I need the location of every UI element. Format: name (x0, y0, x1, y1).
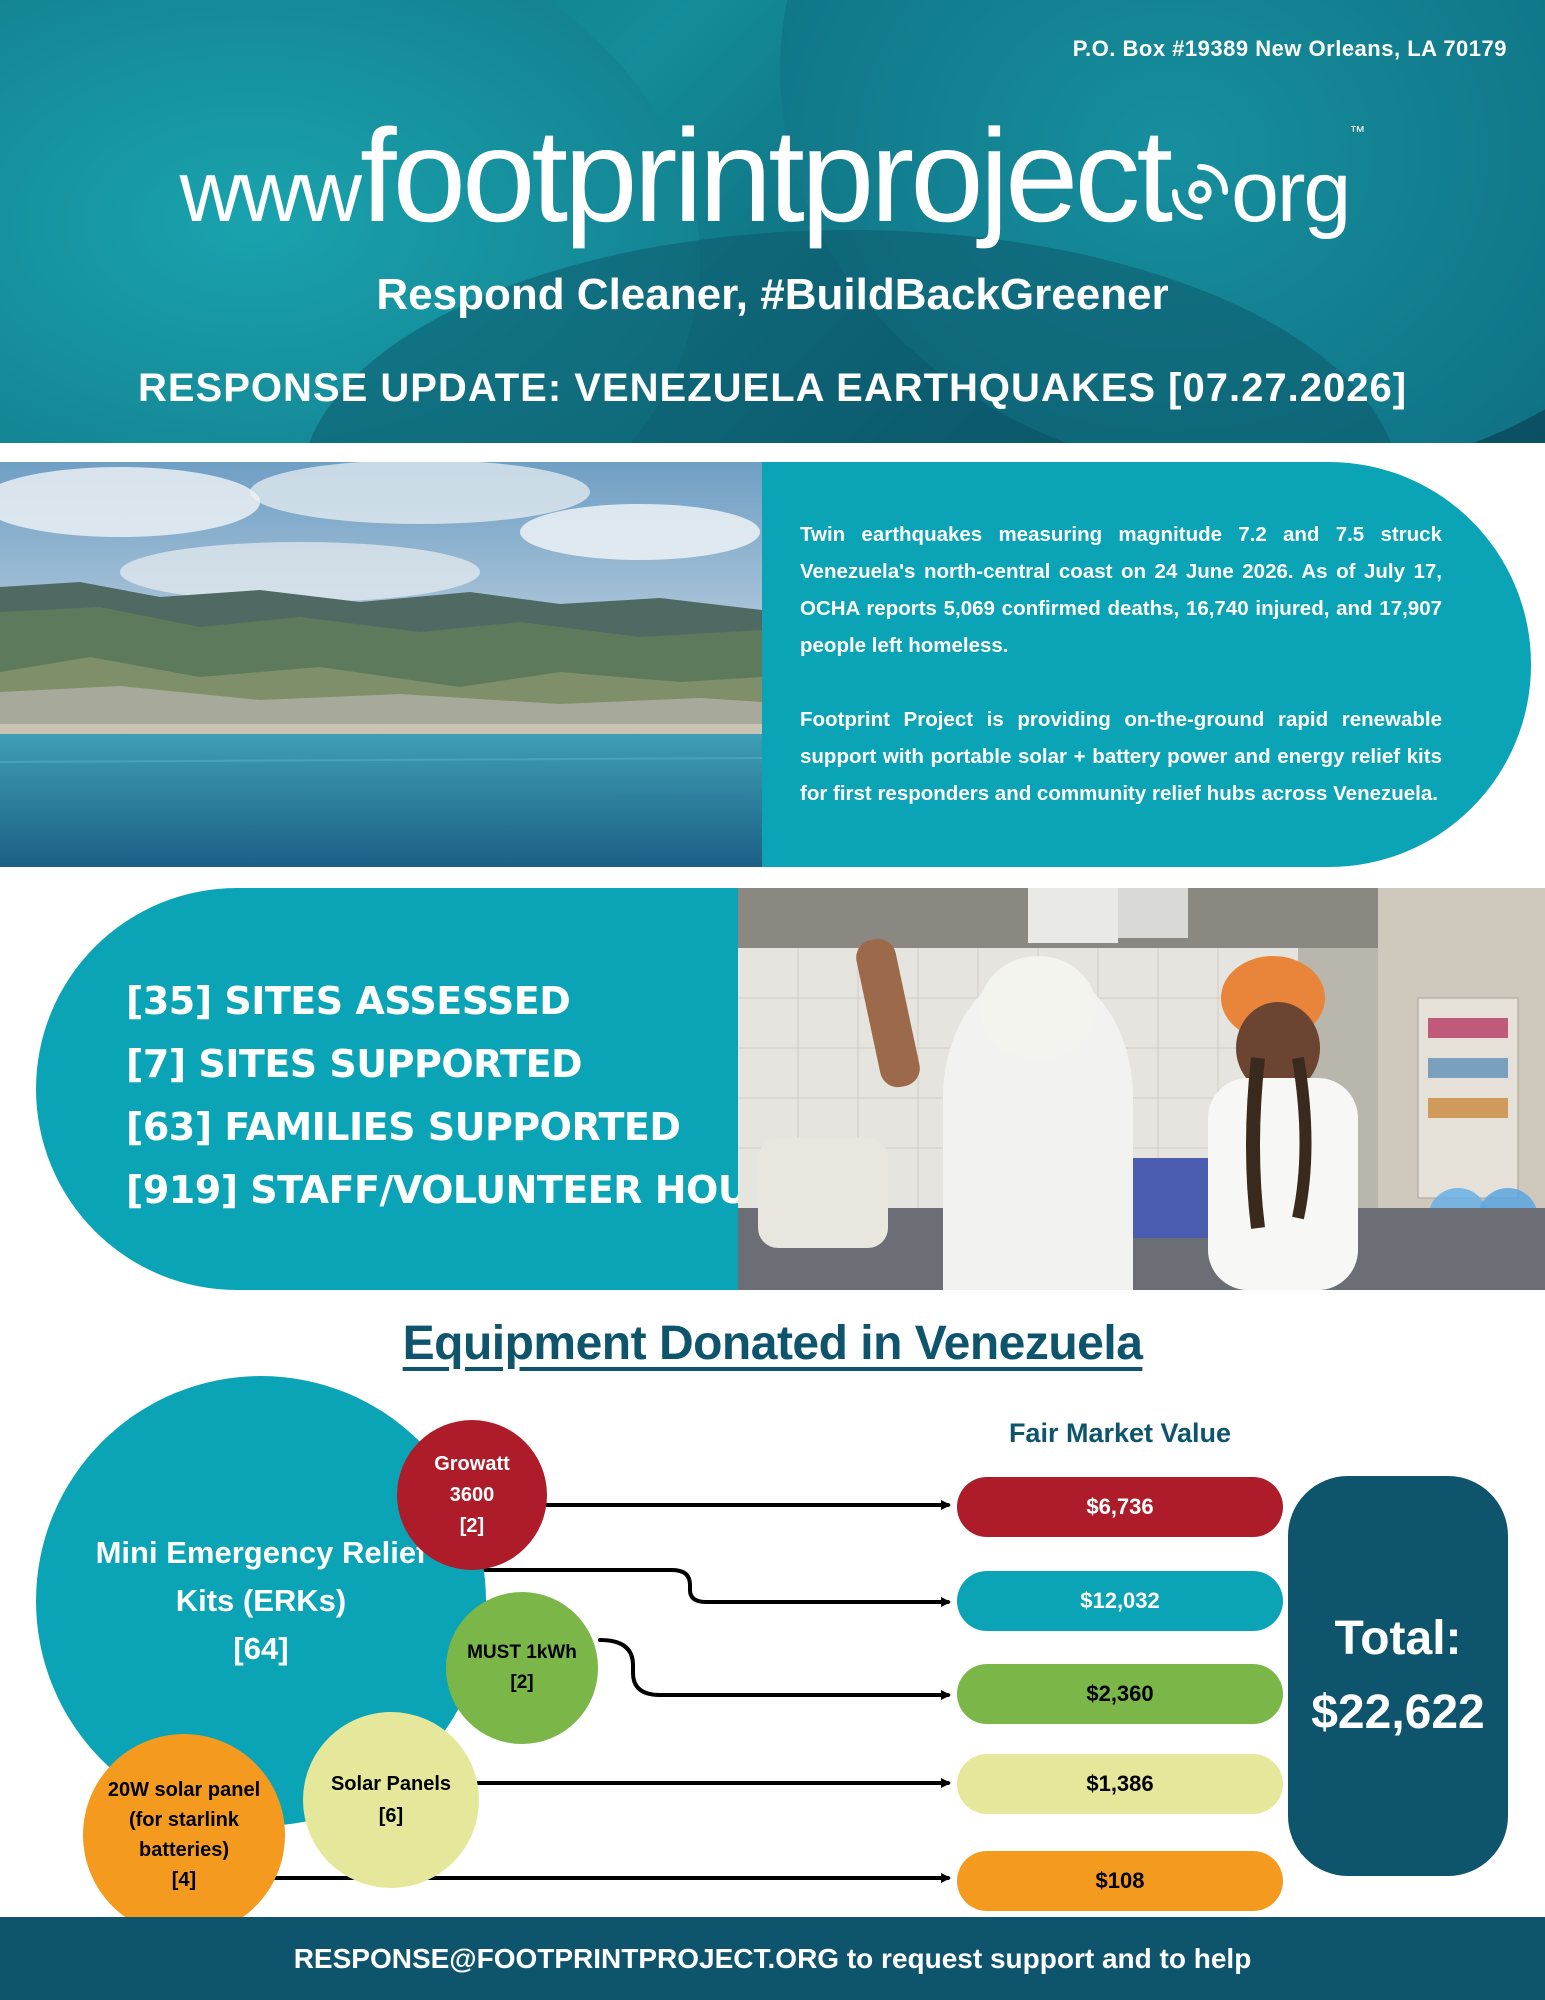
coastline-photo (0, 462, 762, 867)
solar-panels-circle: Solar Panels [6] (303, 1712, 479, 1888)
solar-panels-count: [6] (378, 1805, 404, 1827)
swirl-icon (1172, 163, 1229, 221)
tagline: Respond Cleaner, #BuildBackGreener (376, 270, 1169, 319)
intro-text: Twin earthquakes measuring magnitude 7.2… (800, 516, 1442, 812)
must-value-pill: $2,360 (957, 1664, 1283, 1724)
total-amount: $22,622 (1311, 1686, 1485, 1739)
growatt-label-line1: Growatt (434, 1452, 510, 1475)
solar-panels-label: Solar Panels (330, 1773, 452, 1795)
solar-20w-count: [4] (171, 1869, 197, 1891)
coastline-photo-drawing (0, 462, 762, 867)
logo-suffix: org (1231, 144, 1351, 240)
mailing-address: P.O. Box #19389 New Orleans, LA 70179 (1072, 36, 1507, 61)
footer-contact-text[interactable]: RESPONSE@FOOTPRINTPROJECT.ORG to request… (293, 1942, 1252, 1974)
responders-photo-drawing (738, 888, 1545, 1290)
equipment-title: Equipment Donated in Venezuela (402, 1317, 1143, 1370)
stat-sites-supported: [7] SITES SUPPORTED (126, 1042, 583, 1086)
logo-prefix: www (179, 144, 362, 240)
erk-count: [64] (233, 1631, 289, 1666)
intro-paragraph-1: Twin earthquakes measuring magnitude 7.2… (800, 523, 1442, 657)
erk-value-pill: $12,032 (957, 1571, 1283, 1631)
must-count: [2] (510, 1672, 534, 1693)
stats-list: [35] SITES ASSESSED [7] SITES SUPPORTED … (126, 970, 804, 1222)
stats-panel (36, 888, 776, 1290)
growatt-value-pill: $6,736 (957, 1477, 1283, 1537)
responders-photo (738, 888, 1545, 1290)
growatt-count: [2] (459, 1514, 485, 1537)
total-value-box: Total: $22,622 (1288, 1476, 1508, 1876)
must-circle: MUST 1kWh [2] (446, 1592, 598, 1744)
logo-wordmark: wwwfootprintproject org ™ (0, 100, 1545, 251)
logo-main: footprintproject (359, 102, 1173, 249)
erk-label-line2: Kits (ERKs) (175, 1583, 347, 1618)
footer-banner: RESPONSE@FOOTPRINTPROJECT.ORG to request… (0, 1917, 1545, 2000)
intro-paragraph-2: Footprint Project is providing on-the-gr… (800, 708, 1442, 805)
intro-panel (762, 462, 1531, 867)
stat-families-supported: [63] FAMILIES SUPPORTED (126, 1105, 681, 1149)
total-label: Total: (1334, 1612, 1462, 1665)
solar-20w-label-line3: batteries) (138, 1839, 230, 1861)
solar-20w-label-line1: 20W solar panel (107, 1779, 261, 1801)
stat-sites-assessed: [35] SITES ASSESSED (126, 979, 571, 1023)
growatt-circle: Growatt 3600 [2] (397, 1420, 547, 1570)
solar-20w-label-line2: (for starlink (128, 1809, 240, 1831)
stat-volunteer-hours: [919] STAFF/VOLUNTEER HOURS (126, 1168, 804, 1212)
fair-market-value-label: Fair Market Value (1008, 1418, 1232, 1448)
logo-trademark: ™ (1349, 124, 1366, 141)
solar-20w-value-pill: $108 (957, 1851, 1283, 1911)
arrow-erk (483, 1568, 951, 1607)
header-banner: P.O. Box #19389 New Orleans, LA 70179 ww… (0, 0, 1545, 443)
must-label: MUST 1kWh (467, 1642, 577, 1663)
solar-panels-value-pill: $1,386 (957, 1754, 1283, 1814)
update-title: RESPONSE UPDATE: VENEZUELA EARTHQUAKES [… (137, 366, 1408, 410)
growatt-label-line2: 3600 (449, 1483, 495, 1506)
erk-label-line1: Mini Emergency Relief (95, 1535, 427, 1570)
arrow-must (598, 1638, 951, 1700)
solar-20w-circle: 20W solar panel (for starlink batteries)… (83, 1734, 285, 1936)
